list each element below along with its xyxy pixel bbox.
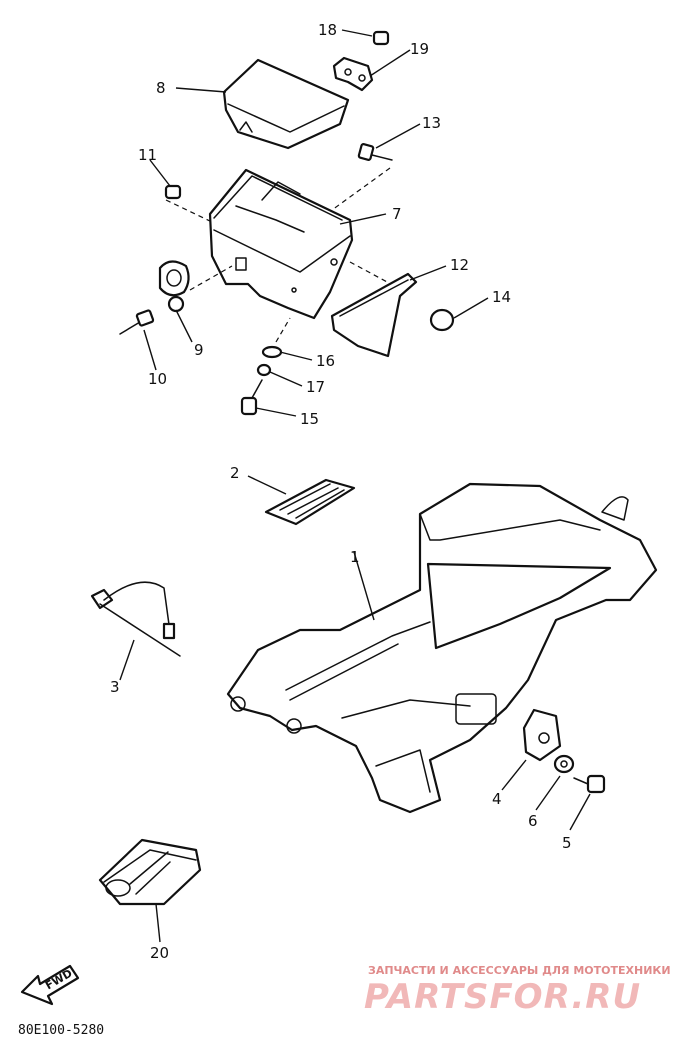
callout-4: 4 <box>492 790 502 808</box>
callout-6: 6 <box>528 812 538 830</box>
leader-lines <box>119 29 591 943</box>
bolt-13-part <box>357 143 393 161</box>
frame-part <box>226 482 658 814</box>
gasket-part <box>158 260 190 313</box>
callout-1: 1 <box>350 548 360 566</box>
callout-9: 9 <box>194 341 204 359</box>
label-plate-part <box>264 478 356 526</box>
fwd-arrow-icon: FWD <box>20 964 80 1006</box>
bracket-part <box>332 30 390 92</box>
callout-3: 3 <box>110 678 120 696</box>
watermark: ЗАПЧАСТИ И АКСЕССУАРЫ ДЛЯ МОТОТЕХНИКИ PA… <box>364 964 671 1017</box>
callout-16: 16 <box>316 352 335 370</box>
callout-15: 15 <box>300 410 319 428</box>
washer-16-part <box>261 345 283 359</box>
callout-labels: 8 18 19 13 11 7 12 14 9 10 16 17 15 2 1 … <box>110 21 572 962</box>
callout-12: 12 <box>450 256 469 274</box>
washer-17-part <box>256 363 272 377</box>
callout-17: 17 <box>306 378 325 396</box>
nut-14-part <box>429 308 455 332</box>
callout-10: 10 <box>148 370 167 388</box>
callout-2: 2 <box>230 464 240 482</box>
callout-18: 18 <box>318 21 337 39</box>
connector-cover-part <box>98 838 202 906</box>
battery-box-part <box>208 168 354 320</box>
battery-cover-part <box>222 58 350 150</box>
callout-14: 14 <box>492 288 511 306</box>
callout-5: 5 <box>562 834 572 852</box>
nut-11-part <box>164 184 182 200</box>
screw-10-part <box>119 309 155 335</box>
drawing-code: 80E100-5280 <box>18 1023 104 1038</box>
callout-19: 19 <box>410 40 429 58</box>
bolt-15-part <box>240 379 263 416</box>
damper-4-part <box>522 708 562 762</box>
callout-20: 20 <box>150 944 169 962</box>
callout-8: 8 <box>156 79 166 97</box>
washer-6-part <box>553 754 575 774</box>
watermark-tagline: ЗАПЧАСТИ И АКСЕССУАРЫ ДЛЯ МОТОТЕХНИКИ <box>368 964 671 977</box>
callout-13: 13 <box>422 114 441 132</box>
callout-7: 7 <box>392 205 402 223</box>
plate-part <box>330 272 418 358</box>
strap-part <box>90 581 181 657</box>
bolt-5-part <box>573 774 606 794</box>
callout-11: 11 <box>138 146 157 164</box>
watermark-brand: PARTSFOR.RU <box>364 977 641 1017</box>
